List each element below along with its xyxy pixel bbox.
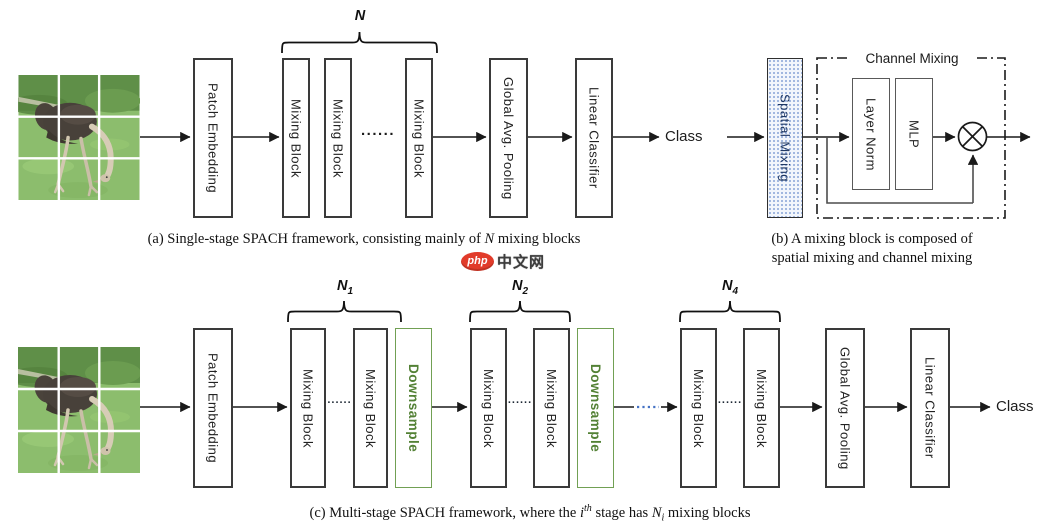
patch-embedding-box-a: Patch Embedding (193, 58, 233, 218)
mixing-block-label: Mixing Block (411, 98, 427, 178)
downsample-label: Downsample (588, 363, 603, 453)
global-avg-pooling-label: Global Avg. Pooling (501, 76, 516, 200)
mixing-block-a2: Mixing Block (324, 58, 352, 218)
global-avg-pooling-box-c: Global Avg. Pooling (825, 328, 865, 488)
linear-classifier-label: Linear Classifier (586, 87, 602, 189)
php-logo: php (461, 251, 494, 271)
patch-embedding-label: Patch Embedding (205, 82, 221, 194)
multiply-icon (957, 121, 988, 152)
input-image-a (18, 75, 140, 200)
mixing-block-a1: Mixing Block (282, 58, 310, 218)
layer-norm-box: Layer Norm (852, 78, 890, 190)
caption-b: (b) A mixing block is composed of spatia… (747, 230, 997, 268)
downsample-box-1: Downsample (395, 328, 432, 488)
stage-count-n1: N1 (336, 278, 354, 297)
mixing-block-label: Mixing Block (691, 368, 706, 448)
class-output-c: Class (996, 398, 1034, 415)
ellipsis-c4: ...... (717, 394, 743, 406)
downsample-label: Downsample (406, 363, 421, 453)
mixing-block-label: Mixing Block (481, 368, 496, 448)
patch-embedding-box-c: Patch Embedding (193, 328, 233, 488)
spatial-mixing-box: Spatial Mixing (767, 58, 803, 218)
spatial-mixing-label: Spatial Mixing (777, 94, 793, 182)
downsample-box-2: Downsample (577, 328, 614, 488)
caption-b-line2: spatial mixing and channel mixing (771, 250, 973, 266)
mixing-block-label: Mixing Block (363, 368, 378, 448)
linear-classifier-box-c: Linear Classifier (910, 328, 950, 488)
mixing-block-c4-1: Mixing Block (680, 328, 717, 488)
mlp-box: MLP (895, 78, 933, 190)
stage-count-n: N (354, 8, 366, 24)
mixing-block-a3: Mixing Block (405, 58, 433, 218)
brace-n (281, 31, 438, 54)
channel-mixing-label: Channel Mixing (851, 50, 973, 67)
linear-classifier-box-a: Linear Classifier (575, 58, 613, 218)
mixing-block-c2-1: Mixing Block (470, 328, 507, 488)
caption-b-line1: (b) A mixing block is composed of (771, 231, 973, 247)
mixing-block-c1-1: Mixing Block (290, 328, 326, 488)
global-avg-pooling-label: Global Avg. Pooling (837, 346, 853, 470)
php-cn-watermark: php 中文网 (461, 250, 545, 272)
mixing-block-label: Mixing Block (300, 368, 316, 448)
global-avg-pooling-box-a: Global Avg. Pooling (489, 58, 528, 218)
input-image-c (18, 347, 140, 473)
mixing-block-label: Mixing Block (754, 368, 769, 448)
mixing-block-c2-2: Mixing Block (533, 328, 570, 488)
class-output-a: Class (665, 128, 703, 145)
mixing-block-c1-2: Mixing Block (353, 328, 388, 488)
mixing-block-label: Mixing Block (330, 98, 346, 178)
mixing-block-c4-2: Mixing Block (743, 328, 780, 488)
mlp-label: MLP (906, 119, 922, 149)
linear-classifier-label: Linear Classifier (922, 357, 938, 459)
mixing-block-label: Mixing Block (544, 368, 559, 448)
skip-connection (826, 137, 979, 204)
watermark-site-text: 中文网 (497, 253, 546, 271)
caption-a: (a) Single-stage SPACH framework, consis… (147, 231, 581, 247)
ellipsis-c1: ...... (327, 394, 352, 406)
patch-embedding-label: Patch Embedding (205, 352, 221, 464)
caption-c: (c) Multi-stage SPACH framework, where t… (309, 503, 751, 524)
stage-count-n2: N2 (511, 278, 529, 297)
mixing-block-label: Mixing Block (288, 98, 304, 178)
layer-norm-label: Layer Norm (863, 97, 879, 171)
ellipsis-a: ...... (360, 122, 395, 139)
stage-count-n4: N4 (721, 278, 739, 297)
braces-panel-c (287, 300, 781, 323)
ellipsis-c2: ...... (507, 394, 533, 406)
